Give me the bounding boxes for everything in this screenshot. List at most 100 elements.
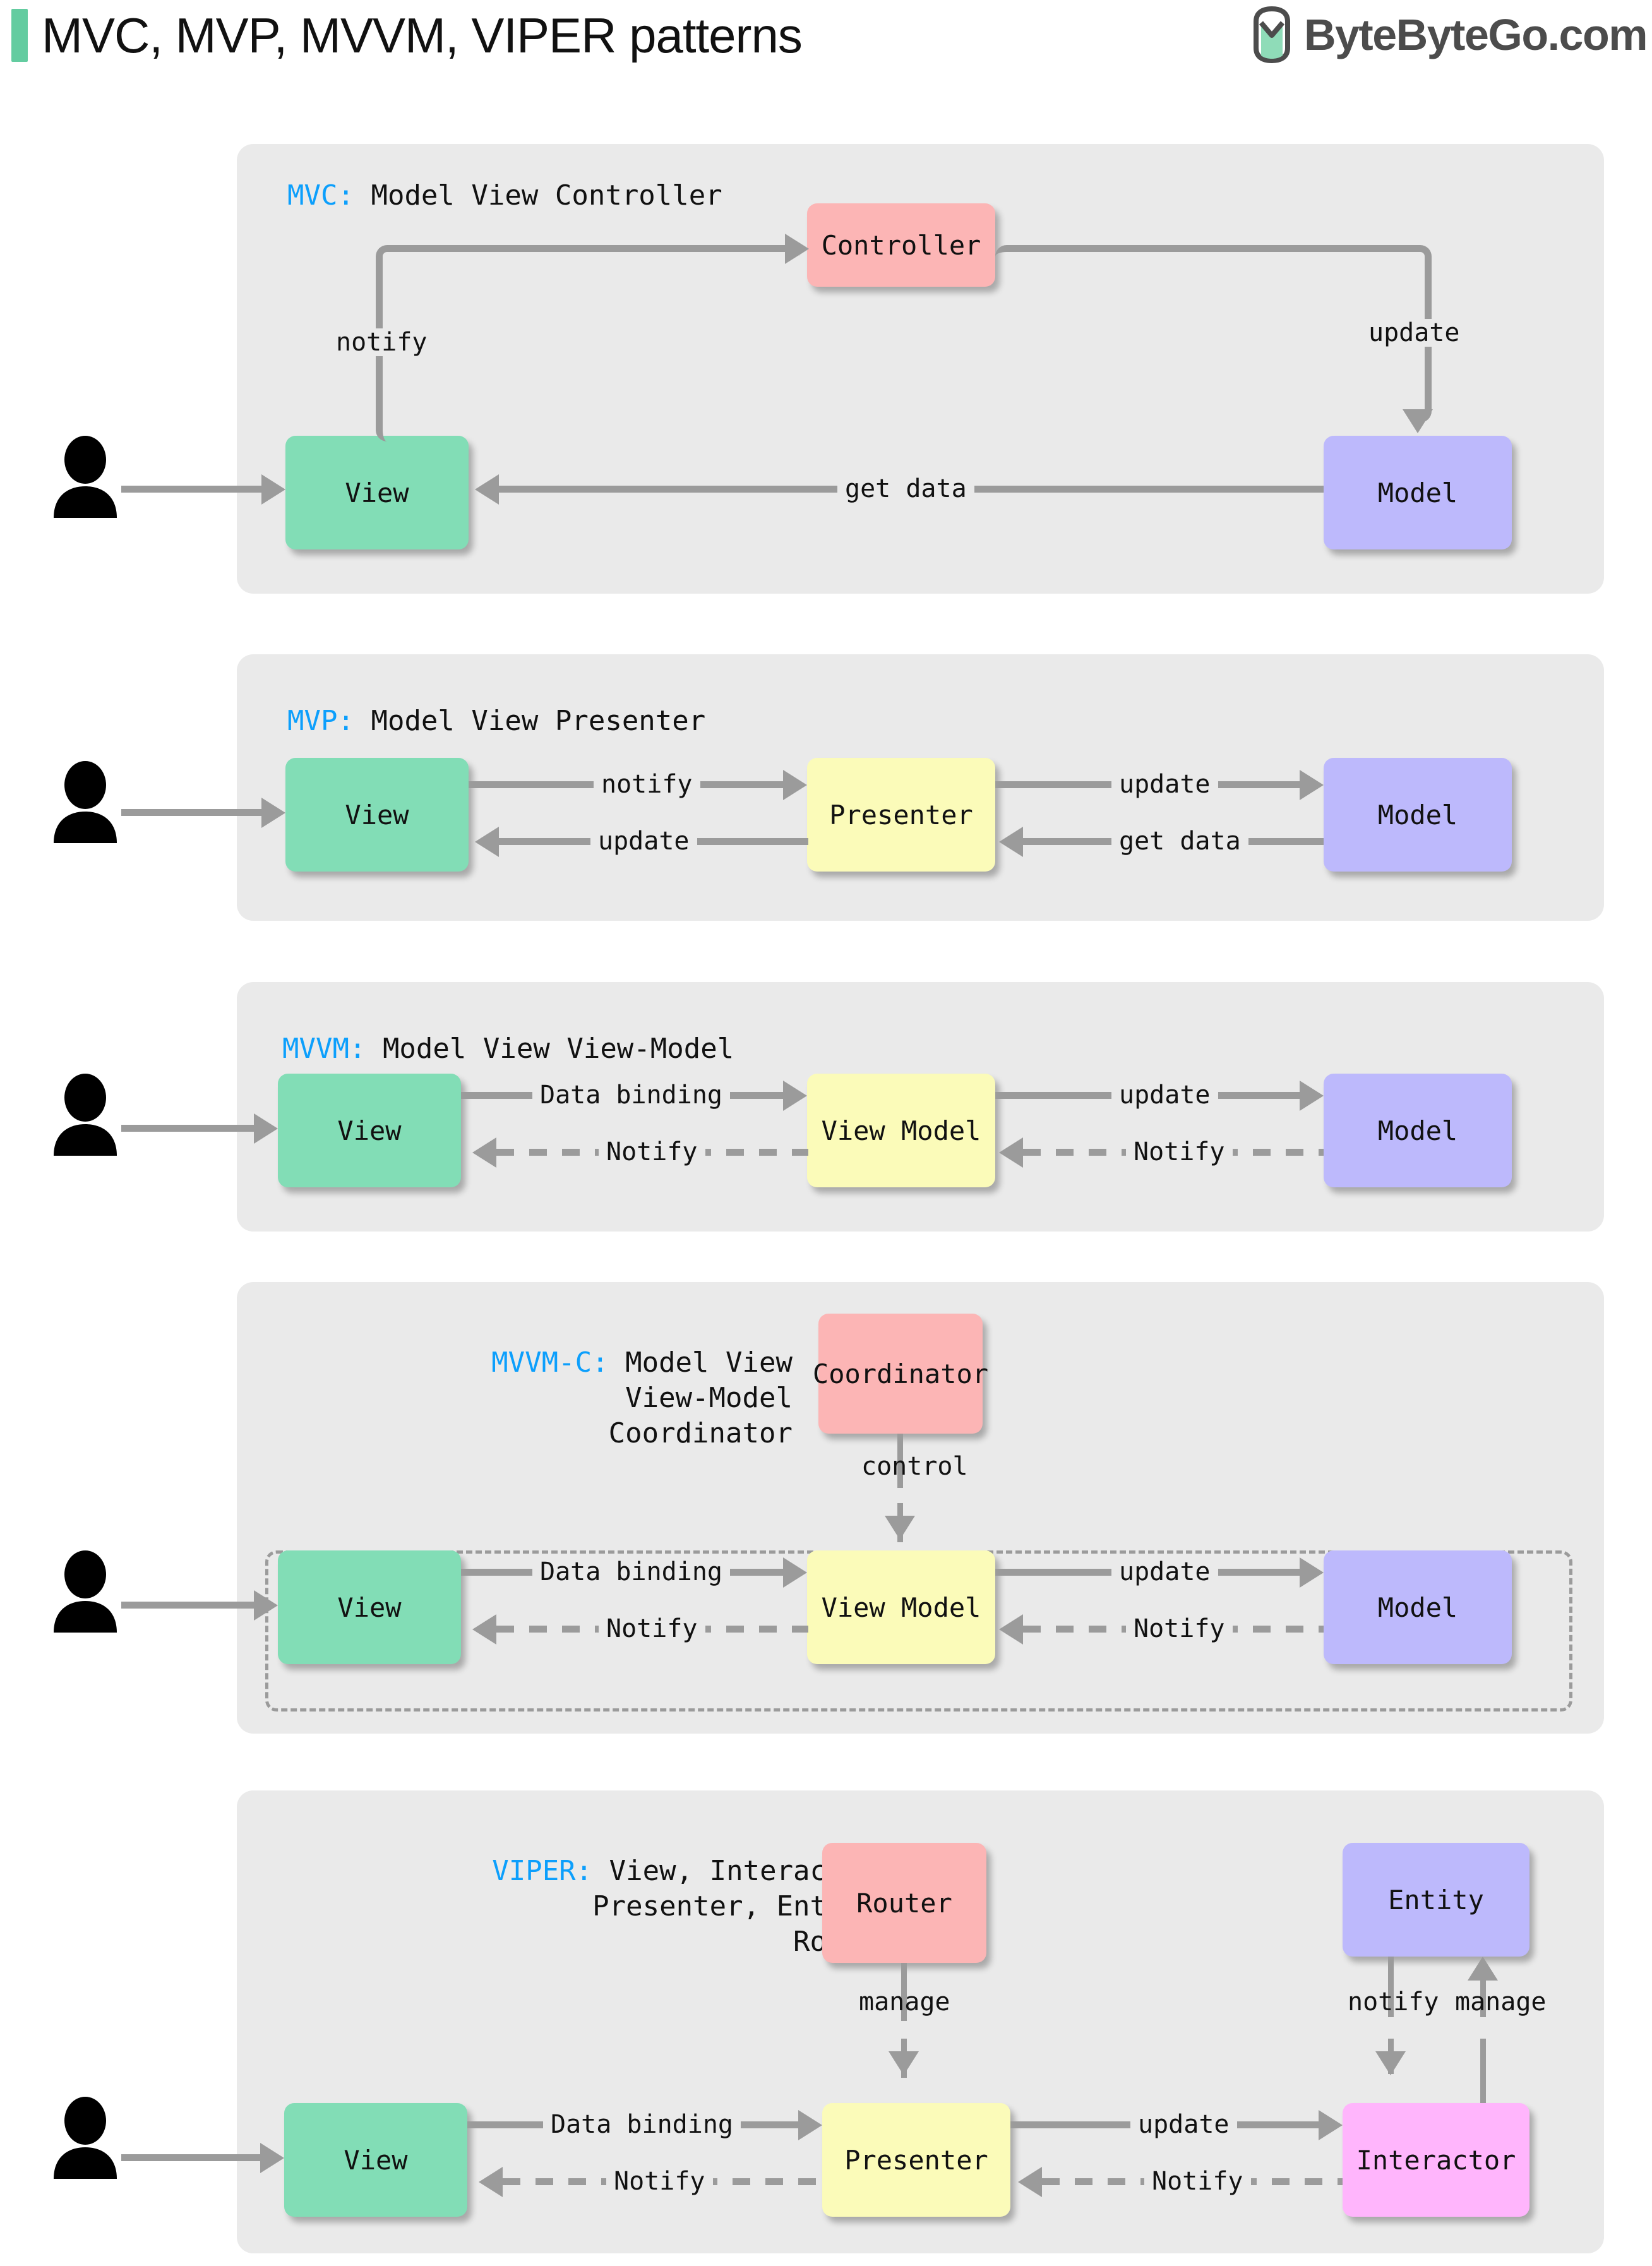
viper-edge-user-view-arrowhead: [260, 2143, 284, 2173]
viper-edge-manage-router-label: manage: [859, 1987, 950, 2017]
mvp-edge-user-view-arrowhead: [261, 798, 285, 828]
viper-node-view[interactable]: View: [284, 2103, 467, 2217]
mvc-edge-getdata-arrowhead: [475, 474, 499, 505]
user-icon: [54, 761, 117, 843]
viper-node-entity[interactable]: Entity: [1343, 1843, 1529, 1957]
mvvmc-edge-control-label: control: [861, 1452, 968, 1481]
mvp-node-presenter[interactable]: Presenter: [807, 758, 995, 872]
mvvmc-edge-notify-right-arrowhead: [999, 1614, 1023, 1645]
mvp-node-view[interactable]: View: [285, 758, 469, 872]
mvp-edge-getdata-label: get data: [1111, 827, 1248, 855]
viper-edge-notify-right-label: Notify: [1144, 2167, 1251, 2195]
brand-logo: ByteByteGo.com: [1248, 6, 1648, 63]
viper-edge-notify-right-arrowhead: [1018, 2167, 1042, 2197]
user-icon: [54, 1074, 117, 1156]
mvp-edge-getdata-arrowhead: [999, 827, 1023, 857]
mvvmc-node-model[interactable]: Model: [1324, 1550, 1512, 1664]
mvp-edge-update-left-arrowhead: [475, 827, 499, 857]
mvvmc-node-coordinator[interactable]: Coordinator: [813, 1314, 988, 1434]
viper-edge-update-label: update: [1130, 2111, 1237, 2138]
viper-edge-manage-router-arrowhead: [889, 2051, 919, 2075]
mvvm-node-view[interactable]: View: [278, 1074, 461, 1187]
mvc-edge-notify-path: [376, 245, 799, 441]
mvp-edge-notify-arrowhead: [783, 770, 807, 800]
viper-edge-notify-left-label: Notify: [606, 2167, 713, 2195]
mvvmc-edge-databinding-label: Data binding: [532, 1558, 730, 1586]
mvvmc-edge-databinding-arrowhead: [783, 1557, 807, 1588]
mvvmc-node-view-model[interactable]: View Model: [807, 1550, 995, 1664]
mvc-edge-notify-label: notify: [328, 328, 435, 356]
viper-edge-notify-left-arrowhead: [479, 2167, 503, 2197]
viper-key-label: VIPER:: [492, 1855, 593, 1887]
mvc-title-text: Model View Controller: [354, 179, 722, 212]
mvc-edge-update-label: update: [1361, 319, 1468, 347]
viper-edge-manage-entity-arrowhead: [1468, 1957, 1498, 1981]
mvvm-edge-user-view-arrowhead: [254, 1113, 278, 1144]
mvvm-edge-databinding-label: Data binding: [532, 1081, 730, 1109]
mvvmc-title-line2: View-Model: [625, 1382, 793, 1414]
mvvm-node-view-model[interactable]: View Model: [807, 1074, 995, 1187]
mvvm-node-model[interactable]: Model: [1324, 1074, 1512, 1187]
mvvmc-title-line3: Coordinator: [608, 1417, 793, 1449]
mvc-key-label: MVC:: [287, 179, 354, 212]
mvc-edge-notify-arrowhead: [785, 234, 809, 264]
viper-edge-notify-entity-label: notify: [1348, 1987, 1439, 2017]
viper-node-presenter[interactable]: Presenter: [822, 2103, 1010, 2217]
mvp-title: MVP: Model View Presenter: [287, 704, 705, 739]
mvp-edge-user-view: [121, 809, 261, 816]
mvvm-edge-notify-right-arrowhead: [999, 1137, 1023, 1168]
viper-edge-notify-entity-arrowhead: [1375, 2051, 1406, 2075]
mvc-edge-getdata-label: get data: [837, 475, 974, 503]
viper-edge-databinding-label: Data binding: [543, 2111, 741, 2138]
mvvmc-edge-control-arrowhead: [885, 1516, 915, 1540]
viper-edge-user-view: [121, 2154, 260, 2161]
viper-edge-notify-entity-line-top: [1388, 1957, 1394, 2017]
mvc-edge-update-arrowhead: [1403, 409, 1433, 433]
page-header: MVC, MVP, MVVM, VIPER patterns ByteByteG…: [0, 0, 1652, 73]
mvvm-edge-notify-left-label: Notify: [599, 1138, 705, 1166]
mvvmc-edge-notify-left-label: Notify: [599, 1615, 705, 1643]
mvp-edge-update-right-arrowhead: [1300, 770, 1324, 800]
mvc-node-controller[interactable]: Controller: [807, 203, 995, 287]
mvp-edge-update-right-label: update: [1111, 770, 1218, 798]
mvvm-edge-databinding-arrowhead: [783, 1081, 807, 1111]
mvvmc-edge-user-view: [121, 1602, 254, 1609]
mvvmc-node-view[interactable]: View: [278, 1550, 461, 1664]
mvvm-title: MVVM: Model View View-Model: [282, 1031, 734, 1067]
viper-title: VIPER: View, Interactor,Presenter, Entit…: [262, 1854, 894, 1960]
mvc-node-model[interactable]: Model: [1324, 436, 1512, 549]
user-icon: [54, 1550, 117, 1633]
mvvm-title-text: Model View View-Model: [366, 1033, 734, 1065]
mvc-node-view[interactable]: View: [285, 436, 469, 549]
mvvmc-edge-update-arrowhead: [1300, 1557, 1324, 1588]
mvp-node-model[interactable]: Model: [1324, 758, 1512, 872]
page-title: MVC, MVP, MVVM, VIPER patterns: [42, 8, 803, 63]
user-icon: [54, 436, 117, 518]
viper-edge-update-arrowhead: [1319, 2110, 1343, 2140]
viper-node-interactor[interactable]: Interactor: [1343, 2103, 1529, 2217]
viper-node-router[interactable]: Router: [822, 1843, 986, 1963]
mvc-title: MVC: Model View Controller: [287, 178, 722, 213]
viper-edge-manage-entity-label: manage: [1455, 1987, 1547, 2017]
mvvm-edge-notify-left-arrowhead: [472, 1137, 496, 1168]
brand-name: ByteByteGo.com: [1303, 10, 1648, 59]
viper-edge-databinding-arrowhead: [798, 2110, 822, 2140]
mvvmc-edge-control-line-top: [897, 1434, 903, 1488]
mvvm-edge-user-view: [121, 1125, 254, 1132]
mvvmc-edge-notify-right-label: Notify: [1126, 1615, 1233, 1643]
mvp-key-label: MVP:: [287, 705, 354, 737]
mvc-edge-user-view: [121, 486, 261, 493]
mvvmc-edge-update-label: update: [1111, 1558, 1218, 1586]
mvvm-edge-update-arrowhead: [1300, 1081, 1324, 1111]
viper-edge-manage-entity-line-bottom: [1480, 2039, 1486, 2103]
bytebytego-logo-icon: [1253, 6, 1290, 63]
mvvmc-edge-notify-left-arrowhead: [472, 1614, 496, 1645]
mvp-edge-notify-label: notify: [594, 770, 700, 798]
mvvm-key-label: MVVM:: [282, 1033, 366, 1065]
accent-bar: [11, 9, 28, 62]
mvp-title-text: Model View Presenter: [354, 705, 706, 737]
mvp-edge-update-left-label: update: [590, 827, 697, 855]
mvvm-edge-update-label: update: [1111, 1081, 1218, 1109]
viper-edge-manage-entity-line-top: [1480, 1981, 1486, 2017]
